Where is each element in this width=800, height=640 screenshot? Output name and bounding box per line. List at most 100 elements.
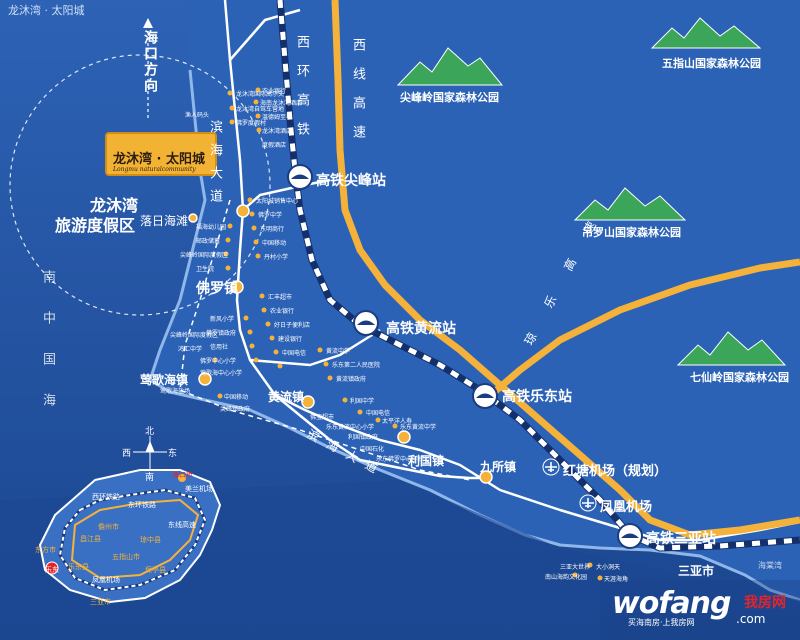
poi-label: 尖峰镇政府 <box>220 406 251 413</box>
watermark-cn: 我房网 <box>744 595 786 611</box>
poi-label: 南山海韵文化园 <box>545 574 588 581</box>
watermark-slogan: 买海南房·上我房网 <box>628 618 695 627</box>
poi-label: 利国中学 <box>350 398 375 405</box>
poi-label: 鸿汇中学 <box>178 346 203 353</box>
poi-label: 佛罗度假村 <box>236 120 267 127</box>
poi-label: 佛罗中心小学 <box>200 358 237 365</box>
inset-label: 海口市 <box>172 471 193 479</box>
compass-west: 西 <box>122 449 132 459</box>
station-sanya: 高铁三亚站 <box>646 531 716 547</box>
poi-label: 龙沐湾酒店 <box>262 128 293 135</box>
airplane-icon-fenghuang <box>579 494 597 512</box>
poi-label: 利国镇政府 <box>348 434 379 441</box>
poi-label: 乐东第二人民医院 <box>332 362 381 369</box>
inset-label: 东方市 <box>35 546 56 554</box>
resort-circle <box>9 54 271 316</box>
page-title: 龙沐湾 · 太阳城 <box>8 4 85 17</box>
poi-label: 佛罗镇政府 <box>206 330 237 337</box>
station-nodes <box>287 164 643 549</box>
logo-name: 龙沐湾 · 太阳城 <box>113 152 205 167</box>
poi-label: 农业银行 <box>270 308 295 315</box>
road-xihuan: 西环高铁 <box>294 35 309 151</box>
inset-label: 凤凰机场 <box>92 576 120 584</box>
binhai-road-dashed <box>179 199 471 481</box>
poi-label: 乐东佛罗中心学校 <box>376 456 425 463</box>
place-lidao: 利国镇 <box>408 454 445 468</box>
poi-label: 卫生院 <box>196 266 215 273</box>
airport-hongtang: 红塘机场（规划） <box>563 464 668 479</box>
inset-label: 东线高速 <box>168 521 196 529</box>
mountain-wuzhishan <box>650 17 762 49</box>
poi-label: 农业银行 <box>262 88 287 95</box>
poi-label: 东明商行 <box>260 226 285 233</box>
poi-label: 大小洞天 <box>596 564 621 571</box>
poi-label: 邮政储蓄 <box>196 238 221 245</box>
place-yingge: 莺歌海镇 <box>140 373 189 387</box>
haikou-direction-label: 海口方向 <box>142 30 158 94</box>
compass-south: 南 <box>145 473 155 483</box>
project-logo: 龙沐湾 · 太阳城 Longmu naturalcommunity <box>105 132 217 176</box>
park-jianfengling: 尖峰岭国家森林公园 <box>400 91 499 104</box>
land-mass <box>150 0 800 600</box>
poi-label: 中国移动 <box>262 240 287 247</box>
poi-label: 三亚大世界 <box>560 564 591 571</box>
poi-label: 渔人码头 <box>185 112 210 119</box>
town-node-foluo <box>230 280 244 294</box>
park-wuzhishan: 五指山国家森林公园 <box>662 57 761 70</box>
town-nodes <box>188 204 493 484</box>
poi-label: 龙沐湾国际高尔夫 <box>236 91 285 98</box>
mountain-qixianling <box>676 331 787 366</box>
poi-label: 信用社 <box>210 344 229 351</box>
forest-mountains <box>396 17 787 366</box>
poi-label: 好日子便利店 <box>274 322 311 329</box>
inset-label: 三亚市 <box>90 598 111 606</box>
road-binhai-north: 滨海大道 <box>207 120 222 212</box>
poi-label: 黄流镇政府 <box>336 376 367 383</box>
poi-label: 中国电信 <box>282 350 307 357</box>
inset-label: 琼中县 <box>140 536 161 544</box>
town-node-lidao <box>397 430 411 444</box>
poi-label: 太平洋人寿 <box>382 418 413 425</box>
airplane-icon-hongtang <box>542 458 560 476</box>
town-node-luori <box>188 213 198 223</box>
poi-label: 中国石化 <box>360 446 385 453</box>
resort-label-line1: 龙沐湾 <box>90 196 139 215</box>
poi-label: 度假酒店 <box>262 142 287 149</box>
poi-dots <box>212 87 603 581</box>
station-jianfeng: 高铁尖峰站 <box>316 173 386 189</box>
watermark-band <box>600 580 800 640</box>
inset-label: 昌江县 <box>80 535 101 543</box>
logo-tagline: Longmu naturalcommunity <box>113 166 196 173</box>
inset-label: 美兰机场 <box>185 485 213 493</box>
poi-label: 新风小学 <box>210 316 235 323</box>
poi-label: 佛宝超市 <box>310 414 335 421</box>
inset-label: 保亭县 <box>145 566 166 574</box>
inset-label: 西环铁路 <box>92 493 120 501</box>
haikou-arrow-head <box>143 18 153 28</box>
poi-label: 乐东黄流中学 <box>400 424 437 431</box>
qiongle-expressway <box>482 258 800 403</box>
inset-label: 乐东 <box>45 566 59 574</box>
inset-label: 东环铁路 <box>128 501 156 509</box>
poi-label: 建设银行 <box>278 336 303 343</box>
poi-label: 佛罗中学 <box>258 212 283 219</box>
park-diaoluoshan: 吊罗山国家森林公园 <box>582 226 681 239</box>
sea-label: 南中国海 <box>40 270 55 434</box>
town-node-huangliu <box>301 395 315 409</box>
airport-icons <box>542 458 597 512</box>
town-node-resort <box>236 204 250 218</box>
compass-east: 东 <box>168 449 178 459</box>
watermark-brand: wofang <box>612 586 731 621</box>
poi-label: 太阳城销售中心 <box>256 198 299 205</box>
poi-label: 汇丰超市 <box>268 294 293 301</box>
inset-label: 乐东县 <box>68 563 89 571</box>
poi-label: 乐东黄流中心小学 <box>326 424 375 431</box>
hainan-inset-map <box>38 469 222 604</box>
place-foluo: 佛罗镇 <box>196 281 238 297</box>
poi-label: 天涯海角 <box>604 576 629 583</box>
poi-label: 龙沐湾自驾车营地 <box>236 106 285 113</box>
place-huangliu: 黄流镇 <box>268 390 305 404</box>
inset-label: 儋州市 <box>98 523 119 531</box>
poi-label: 福海幼儿园 <box>196 224 227 231</box>
